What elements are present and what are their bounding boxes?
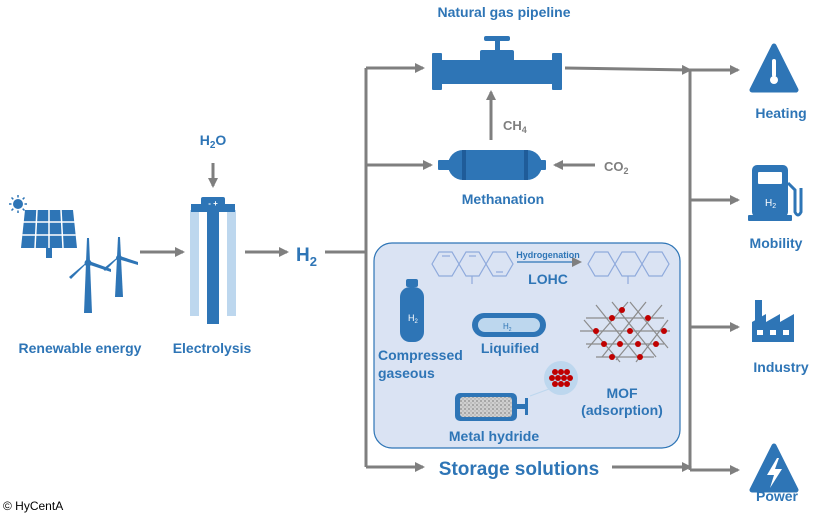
methanation-label: Methanation bbox=[462, 191, 544, 207]
pipeline-icon bbox=[432, 36, 562, 90]
liquified-badge: H2 bbox=[503, 322, 512, 333]
storage-solutions-label: Storage solutions bbox=[439, 459, 599, 480]
hydrogenation-label: Hydrogenation bbox=[516, 250, 580, 260]
lohc-label: LOHC bbox=[528, 271, 568, 287]
water-label: H2O bbox=[200, 132, 227, 151]
liquid-tank-icon bbox=[472, 313, 546, 337]
hydrogen-fuel-pump-icon bbox=[748, 165, 803, 221]
flow-arrows bbox=[140, 63, 740, 475]
mobility-label: Mobility bbox=[750, 235, 803, 251]
hydrogen-label: H2 bbox=[296, 245, 317, 269]
factory-icon bbox=[752, 300, 794, 342]
arrow-pipeline-to-enduses bbox=[564, 64, 692, 75]
co2-label: CO2 bbox=[604, 159, 629, 176]
storage-box bbox=[373, 242, 681, 449]
solar-panel-icon bbox=[21, 209, 77, 258]
adsorbed-hydrogen-icon bbox=[544, 361, 578, 395]
mobility-badge: H2 bbox=[765, 198, 776, 210]
electrolyzer-icon: - + bbox=[190, 197, 236, 324]
power-label: Power bbox=[756, 488, 799, 504]
power-icon bbox=[749, 443, 799, 493]
gas-cylinder-icon bbox=[400, 279, 424, 342]
metal-hydride-tank-icon bbox=[455, 393, 528, 421]
lohc-molecule-icon bbox=[431, 251, 670, 284]
heating-icon bbox=[749, 43, 799, 93]
heating-label: Heating bbox=[755, 105, 806, 121]
ch4-label: CH4 bbox=[503, 118, 527, 135]
wind-turbine-icon bbox=[69, 237, 138, 313]
pipeline-label: Natural gas pipeline bbox=[437, 4, 570, 20]
mof-structure-icon bbox=[580, 301, 670, 363]
liquified-label: Liquified bbox=[481, 340, 539, 356]
metal-hydride-label: Metal hydride bbox=[449, 428, 539, 444]
industry-label: Industry bbox=[753, 359, 808, 375]
compressed-badge: H2 bbox=[408, 313, 419, 325]
sun-icon bbox=[9, 195, 27, 213]
mof-label: MOF(adsorption) bbox=[581, 385, 663, 418]
copyright-label: © HyCentA bbox=[3, 499, 63, 513]
electrolysis-label: Electrolysis bbox=[173, 340, 252, 356]
renewable-energy-icon bbox=[9, 195, 138, 313]
renewable-energy-label: Renewable energy bbox=[19, 340, 142, 356]
electrolyzer-terminals: - + bbox=[208, 199, 218, 208]
methanation-reactor-icon bbox=[438, 150, 546, 180]
